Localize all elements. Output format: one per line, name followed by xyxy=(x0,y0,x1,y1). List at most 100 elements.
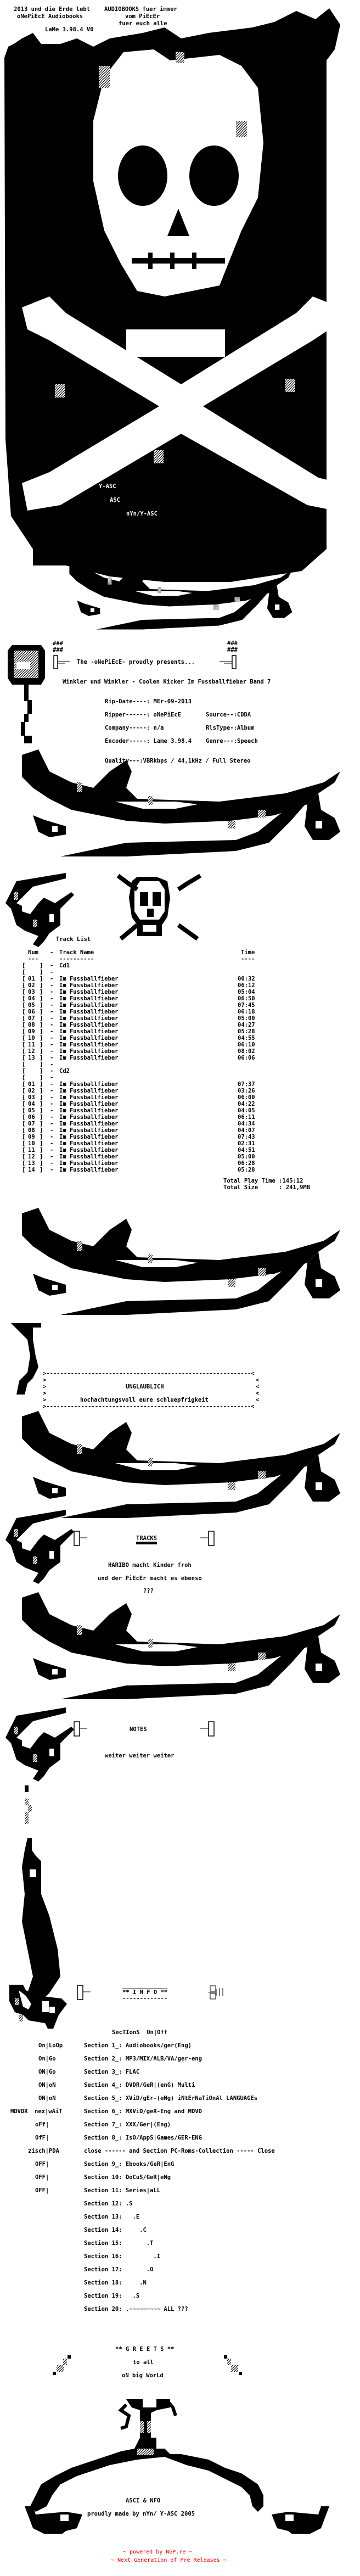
track-name: Im Fussballfieber xyxy=(59,1101,119,1107)
track-time: 07:43 xyxy=(238,1134,255,1140)
section-text: Section 6_: MXViD/geR-Eng and MDVD xyxy=(84,2108,202,2115)
box-side-left: > xyxy=(43,1384,47,1390)
track-bracket-open: [ xyxy=(22,1035,26,1041)
track-name: Im Fussballfieber xyxy=(59,989,119,995)
track-time: 04:34 xyxy=(238,1121,255,1127)
hook-art xyxy=(5,1707,74,1782)
track-number: 12 xyxy=(28,1153,35,1160)
track-name: Im Fussballfieber xyxy=(59,1167,119,1173)
track-number: 09 xyxy=(28,1028,35,1035)
track-name: Im Fussballfieber xyxy=(59,1015,119,1022)
track-dash: - xyxy=(50,1035,54,1041)
bracket-left-icon xyxy=(53,655,70,669)
section-text: Section 8_: IsO/AppS|Games/GER-ENG xyxy=(84,2135,202,2141)
knife-art xyxy=(22,1592,340,1699)
track-dash: - xyxy=(50,1002,54,1009)
track-dash: - xyxy=(50,1048,54,1055)
col-header-num: Num xyxy=(28,949,38,956)
track-name: Im Fussballfieber xyxy=(59,1035,119,1041)
track-dash: - xyxy=(50,989,54,995)
knife-art xyxy=(22,749,340,856)
track-dash: - xyxy=(50,1127,54,1134)
ripper: Ripper------: oNePiEcE xyxy=(105,712,182,718)
track-row: []- xyxy=(0,969,360,976)
track-time: 05:00 xyxy=(238,1015,255,1022)
info-heading: ** I N F O ** xyxy=(122,1989,168,1996)
tracklist-title: Track List xyxy=(56,936,91,943)
track-number: 06 xyxy=(28,1114,35,1121)
track-time: 04:05 xyxy=(238,1107,255,1114)
box-side-left: > xyxy=(43,1390,47,1397)
track-bracket-open: [ xyxy=(22,1114,26,1121)
track-name: Im Fussballfieber xyxy=(59,1153,119,1160)
track-bracket-close: ] xyxy=(40,1101,43,1107)
bracket-right-icon xyxy=(220,655,237,669)
box-side-left: > xyxy=(43,1397,47,1403)
track-number: 03 xyxy=(28,1094,35,1101)
track-number: 04 xyxy=(28,1101,35,1107)
track-name: Im Fussballfieber xyxy=(59,1127,119,1134)
section-text: Section 11: Series|aLL xyxy=(84,2187,161,2194)
hanger-art xyxy=(25,2399,329,2534)
release-title: Winkler und Winkler - Coolen Kicker Im F… xyxy=(63,679,271,685)
track-bracket-close: ] xyxy=(40,1094,43,1101)
hook-art xyxy=(5,1510,74,1584)
track-bracket-open: [ xyxy=(22,1081,26,1088)
box-heading: UNGLAUBLICH xyxy=(126,1384,164,1390)
track-name: Im Fussballfieber xyxy=(59,1028,119,1035)
track-bracket-close: ] xyxy=(40,1107,43,1114)
bracket-left-icon xyxy=(77,1985,91,2000)
track-bracket-open: [ xyxy=(22,1094,26,1101)
track-bracket-open: [ xyxy=(22,1041,26,1048)
track-bracket-open: [ xyxy=(22,1107,26,1114)
track-dash: - xyxy=(50,1140,54,1147)
header-right-line1: AUDIOBOOKS fuer immer xyxy=(104,6,177,13)
track-bracket-open: [ xyxy=(22,969,26,976)
track-bracket-close: ] xyxy=(40,1140,43,1147)
track-number: 11 xyxy=(28,1147,35,1153)
track-time: 04:55 xyxy=(238,1035,255,1041)
track-bracket-close: ] xyxy=(40,969,43,976)
track-dash: - xyxy=(50,1107,54,1114)
section-text: Section 1_: Audiobooks/ger(Eng) xyxy=(84,2042,192,2049)
track-number: 01 xyxy=(28,976,35,982)
track-dash: - xyxy=(50,969,54,976)
track-bracket-open: [ xyxy=(22,1153,26,1160)
track-bracket-close: ] xyxy=(40,1041,43,1048)
section-text: Section 2_: MP3/MIX/ALB/VA/ger-eng xyxy=(84,2056,202,2062)
track-name: Im Fussballfieber xyxy=(59,1002,119,1009)
track-bracket-close: ] xyxy=(40,1081,43,1088)
box-side-left: > xyxy=(43,1377,47,1384)
anchor-art xyxy=(16,1785,60,2015)
art-tag-nyn: nYn/Y-ASC xyxy=(126,511,158,517)
track-bracket-close: ] xyxy=(40,1160,43,1167)
track-row: []- xyxy=(0,1061,360,1068)
track-bracket-open: [ xyxy=(22,995,26,1002)
tracks-line1: HARIBO macht Kinder froh xyxy=(108,1562,192,1569)
track-bracket-open: [ xyxy=(22,1015,26,1022)
tracks-heading: TRACKS xyxy=(136,1535,157,1544)
track-bracket-open: [ xyxy=(22,1134,26,1140)
section-status: OfF| xyxy=(35,2135,49,2141)
footer-tagline: ~ Next Generation of Pre Releases ~ xyxy=(111,2557,227,2563)
track-time: 07:37 xyxy=(238,1081,255,1088)
section-text: Section 12: .S xyxy=(84,2200,133,2207)
track-dash: - xyxy=(50,1074,54,1081)
track-time: 06:50 xyxy=(238,995,255,1002)
track-bracket-open: [ xyxy=(22,962,26,969)
tracks-line2: und der PiEcEr macht es ebenso xyxy=(98,1575,202,1582)
notes-heading: NOTES xyxy=(130,1726,147,1733)
hook-art xyxy=(5,873,74,947)
track-time: 03:26 xyxy=(238,1088,255,1094)
diagonal-decoration-left xyxy=(53,2355,71,2375)
track-bracket-open: [ xyxy=(22,976,26,982)
track-name: Im Fussballfieber xyxy=(59,1121,119,1127)
track-bracket-open: [ xyxy=(22,1074,26,1081)
